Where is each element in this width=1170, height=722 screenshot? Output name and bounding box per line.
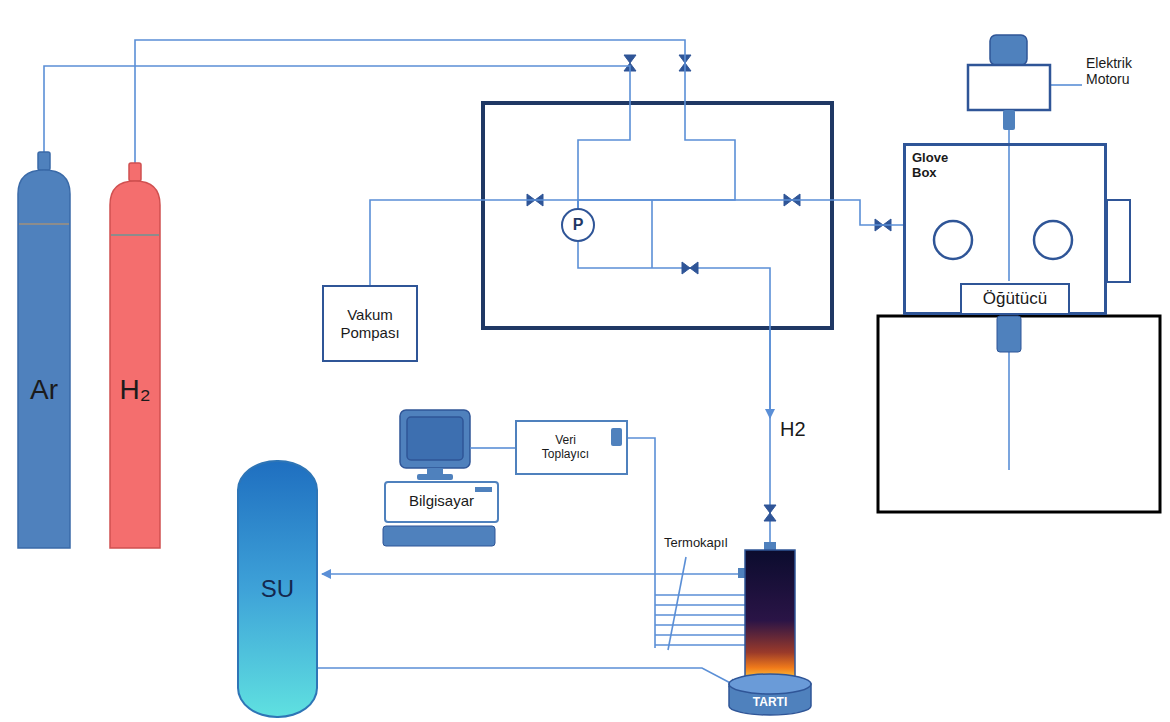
pipe-line	[578, 242, 770, 545]
electric-motor	[968, 65, 1050, 110]
water-return	[322, 573, 741, 575]
cylinder-valve	[129, 163, 141, 181]
computer-case	[385, 482, 498, 522]
pipe-connector	[500, 447, 515, 449]
valves	[527, 55, 891, 521]
motor-coupling	[1003, 110, 1015, 130]
cylinder-band	[19, 223, 69, 225]
mill-coupling	[997, 316, 1021, 352]
node-label: Ar	[30, 374, 58, 406]
mill-box: Öğütücü	[960, 283, 1070, 315]
mill-cabinet	[878, 316, 1160, 512]
cylinder-body	[110, 181, 160, 548]
node-label: P	[573, 216, 584, 234]
screen	[407, 417, 463, 460]
part-label: Elektrik Motoru	[1086, 55, 1160, 87]
node-label: H₂	[119, 374, 150, 406]
argon-cylinder: Ar	[18, 152, 70, 548]
cylinder-band	[111, 234, 159, 236]
water-supply	[318, 668, 738, 687]
node-label: TARTI	[753, 696, 787, 710]
scale: TARTI	[728, 672, 812, 716]
pipe-connector	[370, 200, 578, 285]
valve-symbol	[682, 262, 698, 274]
reactor-tube	[745, 550, 795, 678]
computer: Bilgisayar	[383, 408, 500, 548]
flow-label: H2	[780, 418, 806, 441]
valve-symbol	[764, 505, 776, 521]
logger-port	[611, 428, 622, 446]
pipe-line	[651, 200, 653, 268]
motor-cap	[990, 35, 1027, 65]
monitor	[400, 410, 470, 468]
node-label: Veri Toplayıcı	[535, 434, 597, 462]
vacuum-pump: Vakum Pompası	[322, 285, 418, 362]
monitor-foot	[417, 474, 453, 480]
data-logger: Veri Toplayıcı	[515, 420, 628, 475]
node-label: SU	[261, 575, 294, 603]
leader-line	[1050, 84, 1082, 86]
pipe-connector	[135, 40, 735, 208]
node-label: Öğütücü	[983, 289, 1047, 309]
node-label: Glove Box	[912, 151, 960, 181]
hydrogen-cylinder: H₂	[110, 163, 160, 548]
keyboard	[383, 526, 495, 546]
manifold-panel	[483, 103, 832, 328]
signal-wire	[628, 438, 655, 648]
node-label: Bilgisayar	[409, 492, 474, 509]
computer-outline	[383, 408, 500, 548]
cylinder-valve	[38, 152, 50, 170]
scale-top	[729, 674, 811, 694]
glove-port	[1034, 221, 1072, 259]
drive-slot	[475, 487, 492, 492]
cylinder-body	[18, 170, 70, 548]
node-label: Vakum Pompası	[328, 306, 412, 341]
hydrogen-cylinder-outline	[110, 163, 160, 548]
argon-cylinder-outline	[18, 152, 70, 548]
thermocouple-wires	[655, 595, 745, 645]
side-door	[1107, 200, 1130, 282]
leader-line	[668, 557, 686, 650]
glove-port	[934, 221, 972, 259]
pipe-connector	[578, 200, 903, 225]
water-tank: SU	[237, 460, 318, 718]
signal-wire	[470, 447, 500, 449]
scale-outline	[728, 672, 812, 716]
part-label: Termokapıl	[664, 536, 728, 551]
pressure-gauge: P	[561, 208, 595, 242]
glove-box: Glove BoxÖğütücü	[903, 143, 1107, 315]
pipe-line	[769, 330, 771, 418]
